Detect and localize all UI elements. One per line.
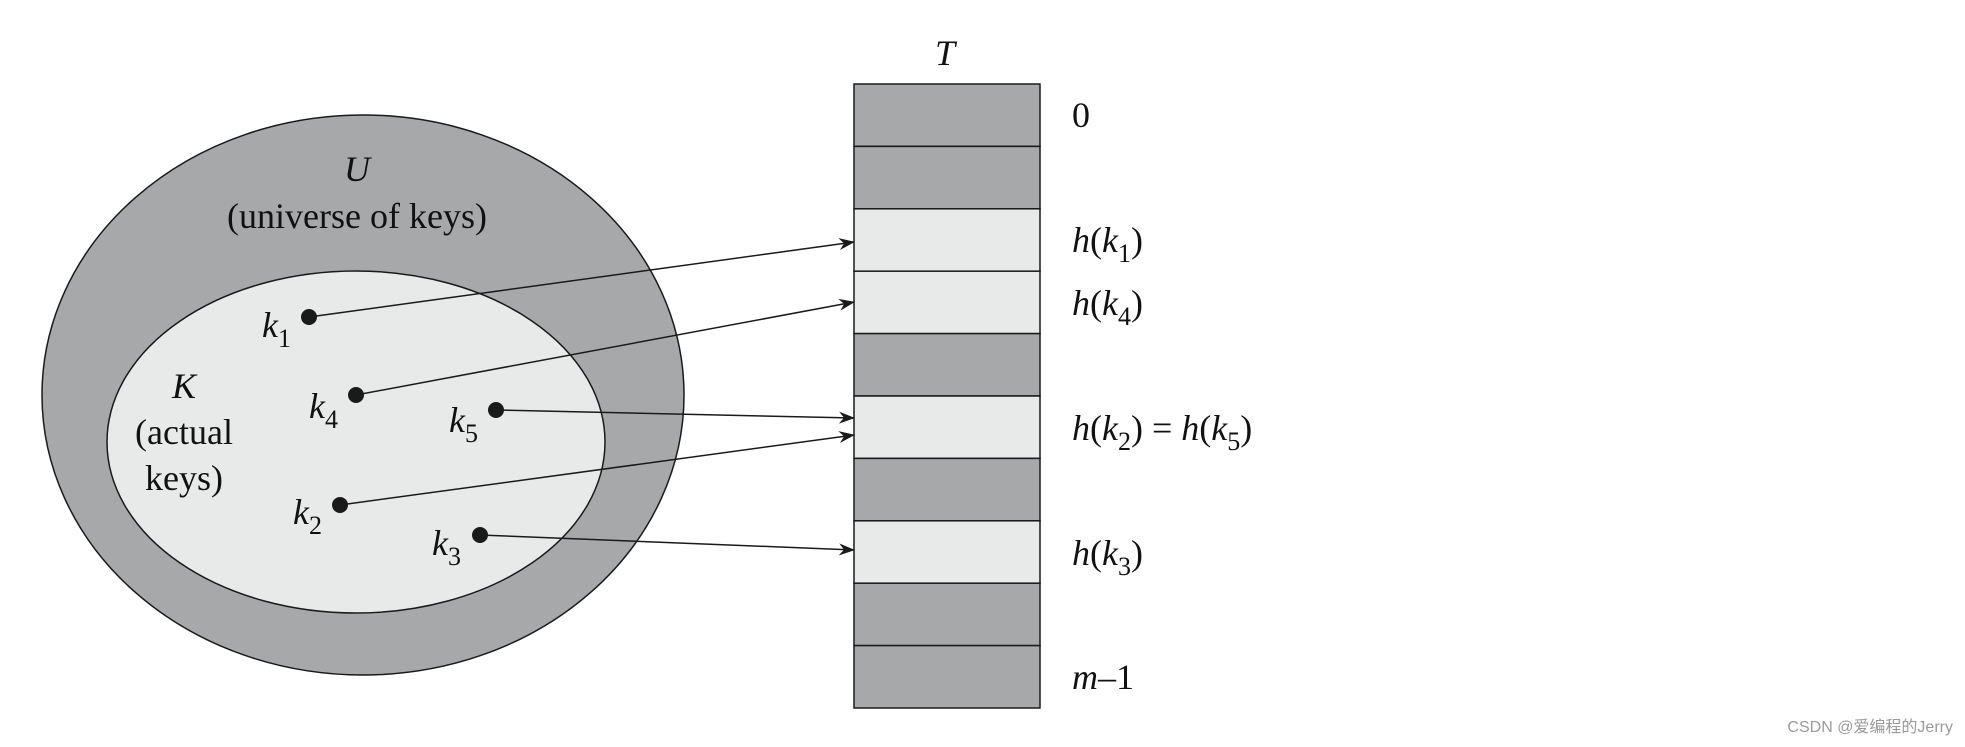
watermark: CSDN @爱编程的Jerry	[1787, 719, 1953, 736]
arrow-k2	[339, 431, 855, 506]
table-slot-4	[853, 332, 1041, 397]
actual-keys-symbol: K	[171, 366, 198, 406]
key-label-k2: k2	[293, 492, 322, 540]
slot-label-hk1: h(k1)	[1072, 220, 1143, 268]
slot-label-0: 0	[1072, 95, 1090, 135]
table-slot-0	[853, 83, 1041, 148]
universe-symbol: U	[344, 149, 372, 189]
slot-label-hk4: h(k4)	[1072, 283, 1143, 331]
table-title: T	[935, 33, 958, 73]
key-label-k1: k1	[262, 305, 291, 353]
actual-keys-caption-line2: keys)	[145, 458, 223, 498]
key-label-k3: k3	[432, 523, 461, 571]
table-slot-1	[853, 145, 1041, 210]
table-slot-5	[853, 395, 1041, 460]
table-slot-3	[853, 270, 1041, 335]
arrow-k4	[355, 298, 855, 396]
actual-keys-caption-line1: (actual	[135, 412, 233, 452]
arrow-k5	[495, 409, 855, 424]
slot-label-hk2-hk5: h(k2) = h(k5)	[1072, 408, 1252, 456]
table-slot-6	[853, 457, 1041, 522]
arrow-k3	[479, 534, 855, 556]
key-dot-k1	[301, 309, 317, 325]
arrow-k1	[308, 238, 855, 318]
universe-caption: (universe of keys)	[227, 196, 487, 236]
hash-arrows	[308, 238, 855, 556]
key-label-k4: k4	[309, 386, 338, 434]
slot-label-hk3: h(k3)	[1072, 533, 1143, 581]
table-slot-8	[853, 582, 1041, 647]
hash-table	[853, 83, 1041, 709]
key-label-k5: k5	[449, 400, 478, 448]
key-dot-k2	[332, 497, 348, 513]
table-slot-2	[853, 208, 1041, 272]
key-dot-k5	[488, 402, 504, 418]
table-slot-9	[853, 644, 1041, 709]
key-dot-k3	[472, 527, 488, 543]
table-slot-7	[853, 520, 1041, 584]
key-dot-k4	[348, 387, 364, 403]
slot-label-m-minus-1: m–1	[1072, 657, 1134, 697]
key-points	[301, 309, 504, 543]
